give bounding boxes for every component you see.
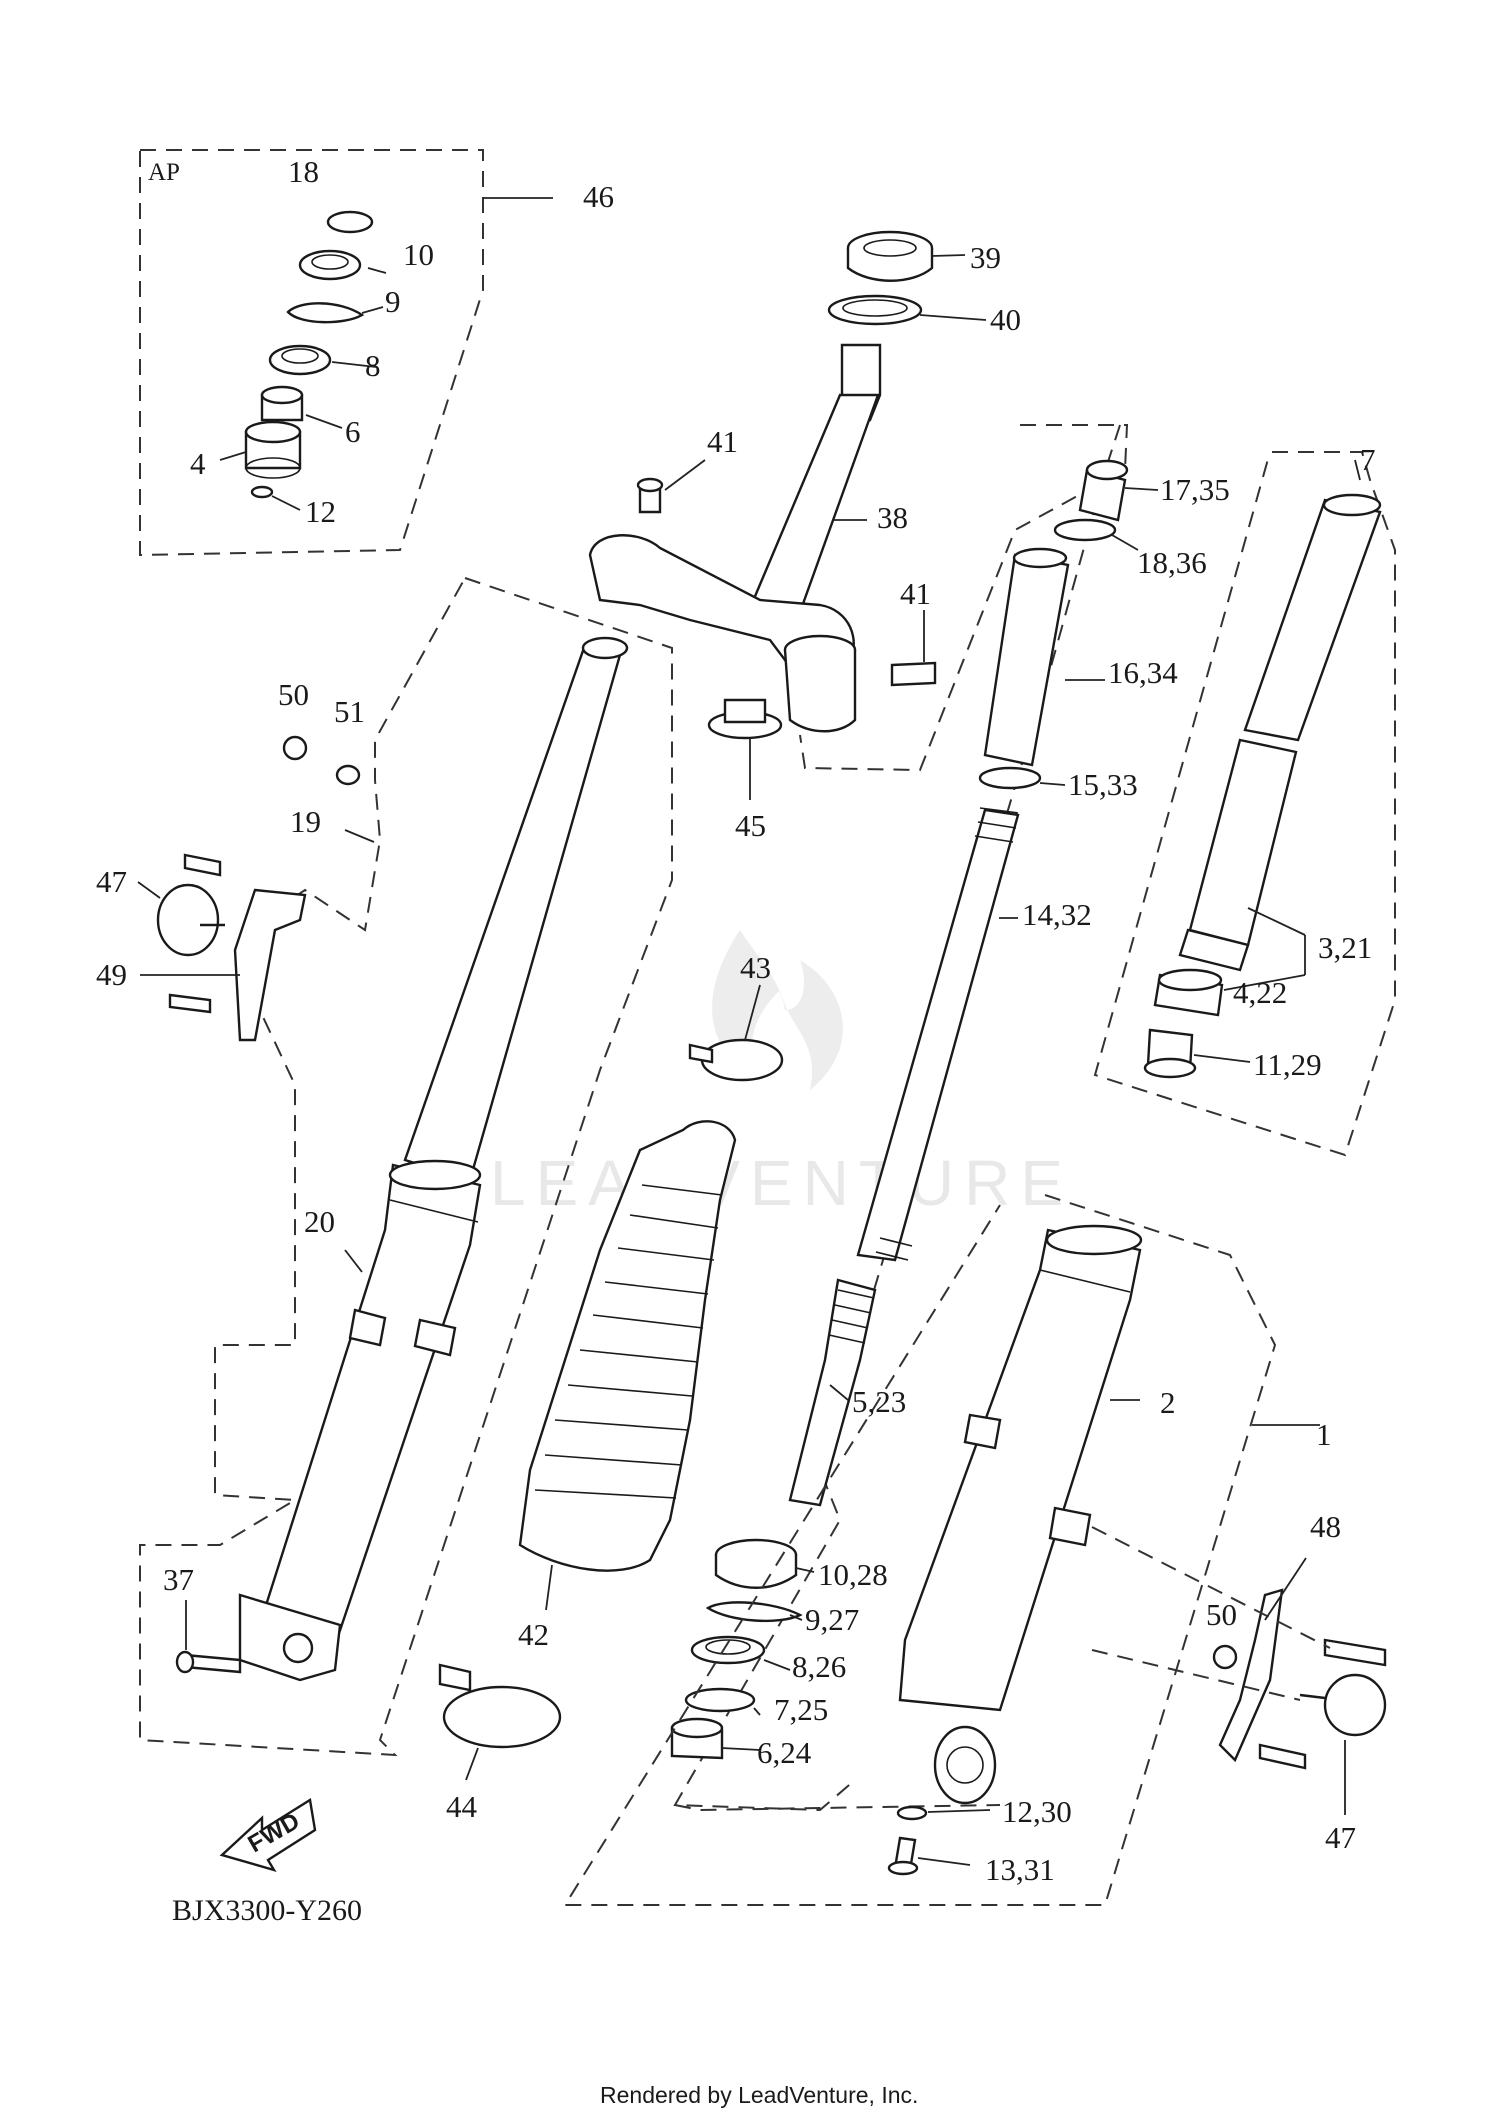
label-49: 49: [96, 957, 127, 992]
label-11-29: 11,29: [1253, 1047, 1322, 1082]
part-39-bearing-side: [846, 248, 934, 282]
label-2: 2: [1160, 1385, 1176, 1420]
label-15-33: 15,33: [1068, 767, 1138, 802]
part-44-clamp: [442, 1685, 562, 1749]
part-14-fork-spring: [856, 808, 1020, 1262]
part-labels: 1 2 3,21 4 4,22 5,23 6 6,24 7 7,25 8 8,2…: [96, 154, 1376, 1887]
boot-group: [438, 984, 784, 1781]
ap-label: AP: [148, 159, 180, 186]
part-9-clip: [286, 302, 365, 324]
clamp-boss: [783, 649, 857, 733]
label-16-34: 16,34: [1108, 655, 1178, 690]
watermark-text: LEADVENTURE: [490, 1147, 1073, 1219]
label-43: 43: [740, 950, 771, 985]
bracket-bolt-c: [1323, 1638, 1387, 1667]
label-10: 10: [403, 237, 434, 272]
label-42: 42: [518, 1617, 549, 1652]
footer-credit: Rendered by LeadVenture, Inc.: [600, 2082, 918, 2108]
label-41-b: 41: [900, 576, 931, 611]
label-46: 46: [583, 179, 614, 214]
part-3-lower-tube: [1188, 738, 1298, 947]
part-8-dust-seal: [268, 344, 332, 376]
label-41-a: 41: [707, 424, 738, 459]
label-18-36: 18,36: [1137, 545, 1207, 580]
label-12: 12: [305, 494, 336, 529]
part-18-o-ring-b: [1053, 518, 1117, 542]
part-48-bracket: [1218, 1588, 1284, 1763]
label-20: 20: [304, 1204, 335, 1239]
caliper-mount-b: [413, 1318, 457, 1357]
caliper-mount-a: [348, 1308, 387, 1347]
part-5-damper-rod: [788, 1278, 877, 1507]
part-9-clip-b: [705, 1601, 803, 1623]
label-48: 48: [1310, 1509, 1341, 1544]
label-38: 38: [877, 500, 908, 535]
label-6: 6: [345, 414, 361, 449]
part-2-outer-tube: [898, 1228, 1142, 1712]
label-6-24: 6,24: [757, 1735, 812, 1770]
label-8: 8: [365, 348, 381, 383]
label-9: 9: [385, 284, 401, 319]
damper-group: [670, 424, 1159, 1812]
part-47-reflector-b: [1323, 1673, 1387, 1737]
label-18: 18: [288, 154, 319, 189]
axle-boss-right: [933, 1725, 997, 1805]
part-7-washer-b: [684, 1687, 756, 1713]
label-39: 39: [970, 240, 1001, 275]
label-47-b: 47: [1325, 1820, 1356, 1855]
part-43-clamp: [700, 1038, 784, 1082]
part-51-cap: [335, 764, 361, 786]
bracket-bolt-b: [168, 993, 212, 1014]
label-19: 19: [290, 804, 321, 839]
part-16-spacer: [983, 553, 1070, 767]
part-12-washer: [250, 485, 274, 499]
left-fork-group: [137, 577, 673, 1757]
label-7: 7: [1360, 442, 1376, 477]
steering-stem-group: [588, 230, 1129, 800]
right-fork-group: [563, 1194, 1387, 1906]
tube-group-right: [1093, 451, 1396, 1157]
part-18-o-ring: [326, 210, 374, 234]
ap-group: AP: [139, 149, 553, 557]
part-49-bracket: [233, 888, 307, 1042]
part-42-fork-boot: [518, 1120, 737, 1572]
label-5-23: 5,23: [852, 1384, 906, 1419]
label-1: 1: [1316, 1417, 1332, 1452]
label-13-31: 13,31: [985, 1852, 1055, 1887]
label-10-28: 10,28: [818, 1557, 888, 1592]
caliper-mount-d: [1048, 1506, 1092, 1547]
part-12-washer-b: [896, 1805, 928, 1821]
label-9-27: 9,27: [805, 1602, 859, 1637]
label-47-a: 47: [96, 864, 127, 899]
part-7-inner-tube: [1243, 498, 1382, 742]
label-44: 44: [446, 1789, 478, 1824]
label-50-b: 50: [1206, 1597, 1237, 1632]
label-7-25: 7,25: [774, 1692, 828, 1727]
bracket-bolt-d: [1258, 1743, 1307, 1770]
label-14-32: 14,32: [1022, 897, 1092, 932]
label-3-21: 3,21: [1318, 930, 1372, 965]
part-20-outer-tube: [253, 1163, 482, 1662]
label-37: 37: [163, 1562, 194, 1597]
part-41-bolt-b: [890, 661, 937, 687]
label-12-30: 12,30: [1002, 1794, 1072, 1829]
label-4-22: 4,22: [1233, 975, 1287, 1010]
label-4: 4: [190, 446, 206, 481]
part-15-washer: [978, 766, 1042, 790]
part-47-reflector: [156, 883, 220, 957]
part-19-inner-tube: [403, 643, 622, 1182]
caliper-mount-c: [963, 1413, 1002, 1450]
label-8-26: 8,26: [792, 1649, 846, 1684]
diagram-code: BJX3300-Y260: [172, 1894, 362, 1927]
fwd-arrow: FWD: [219, 1798, 317, 1872]
label-51: 51: [334, 694, 365, 729]
part-50-nut-left: [282, 735, 308, 761]
label-40: 40: [990, 302, 1021, 337]
label-45: 45: [735, 808, 766, 843]
bracket-bolt-a: [183, 853, 222, 877]
label-50-a: 50: [278, 677, 309, 712]
part-50-nut-right: [1212, 1644, 1238, 1670]
label-17-35: 17,35: [1160, 472, 1230, 507]
